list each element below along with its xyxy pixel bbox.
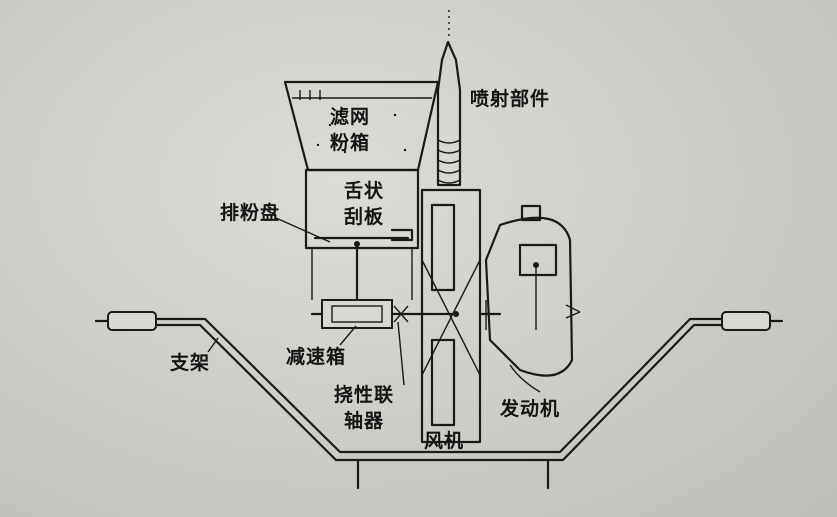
label-filter-box-1: 滤网: [330, 106, 371, 128]
label-fan: 风机: [424, 430, 465, 452]
left-handle: [107, 311, 157, 331]
frame-stand: [94, 311, 784, 490]
gearbox-shape: [310, 299, 460, 329]
label-powder-disc: 排粉盘: [220, 202, 281, 224]
label-filter-box-2: 粉箱: [330, 132, 371, 154]
label-scraper-2: 刮板: [344, 206, 385, 228]
label-frame: 支架: [170, 352, 211, 374]
label-gearbox: 减速箱: [286, 346, 347, 368]
fan-housing: [420, 188, 482, 444]
right-handle: [721, 311, 771, 331]
label-coupling-1: 挠性联: [334, 384, 395, 406]
powder-hopper: [283, 80, 440, 302]
label-scraper-1: 舌状: [344, 180, 385, 202]
spray-nozzle: [436, 10, 462, 187]
label-coupling-2: 轴器: [344, 410, 385, 432]
engine-shape: [478, 204, 581, 377]
label-engine: 发动机: [500, 398, 561, 420]
leader-lines: [207, 217, 541, 393]
label-spray-part: 喷射部件: [470, 88, 551, 110]
